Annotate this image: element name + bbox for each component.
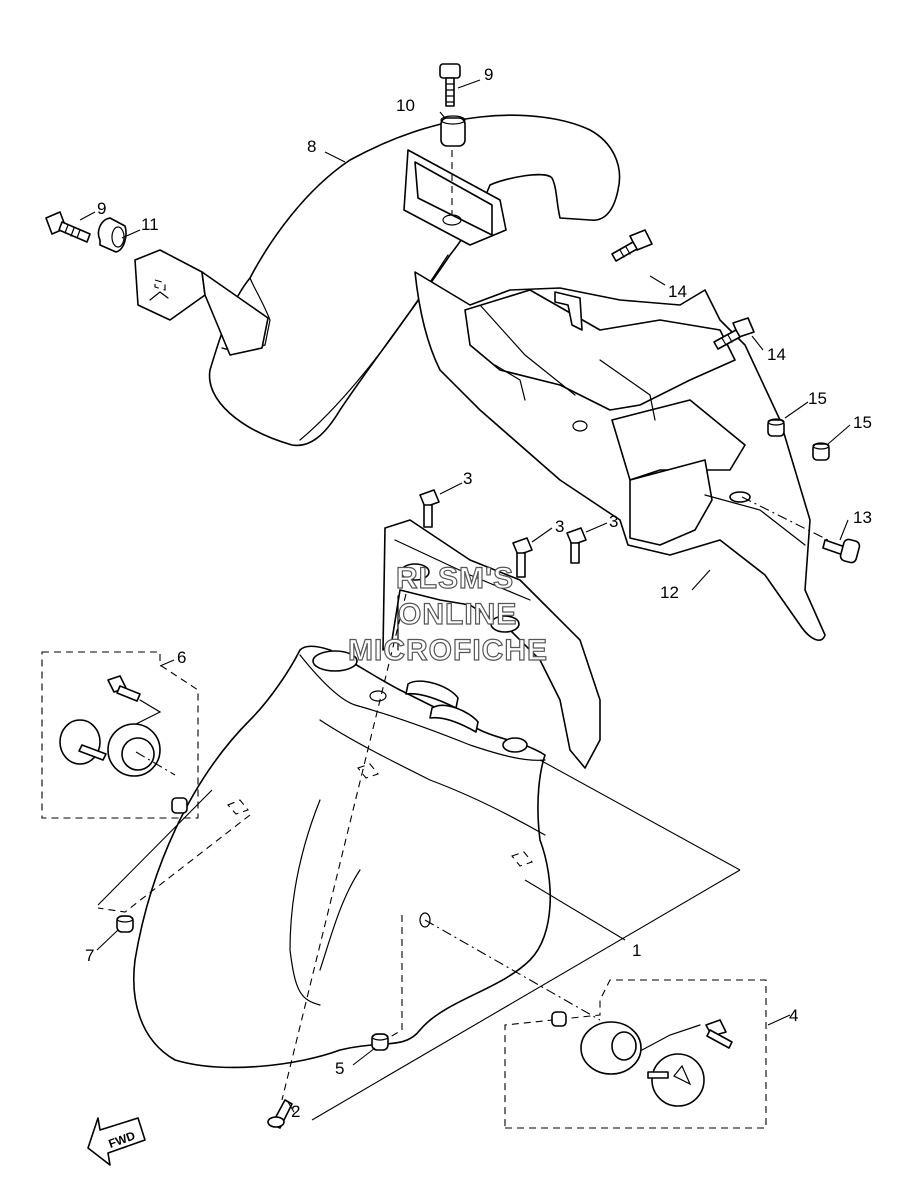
callout-9-top[interactable]: 9 <box>484 65 493 84</box>
rear-fender-part-8[interactable] <box>134 114 621 447</box>
watermark-line-3: MICROFICHE <box>348 634 548 667</box>
callout-12[interactable]: 12 <box>660 583 679 602</box>
washer-7[interactable] <box>116 915 134 933</box>
callout-3-right[interactable]: 3 <box>609 512 618 531</box>
callout-leaders <box>79 79 851 1113</box>
callout-15-b[interactable]: 15 <box>853 413 872 432</box>
forward-direction-arrow: FWD <box>87 1117 146 1166</box>
callout-9-left[interactable]: 9 <box>97 199 106 218</box>
grommet-15-a[interactable] <box>767 418 785 437</box>
callout-4[interactable]: 4 <box>789 1006 798 1025</box>
bolt-9-top[interactable] <box>439 63 461 107</box>
collar-11[interactable] <box>97 217 127 253</box>
bolt-3-right[interactable] <box>566 527 587 564</box>
callout-10[interactable]: 10 <box>396 96 415 115</box>
callout-3-middle[interactable]: 3 <box>555 517 564 536</box>
bolt-3-left[interactable] <box>419 489 440 528</box>
bolt-14-lower[interactable] <box>713 317 755 350</box>
bolt-14-upper[interactable] <box>611 229 653 262</box>
callout-6[interactable]: 6 <box>177 648 186 667</box>
callout-15-a[interactable]: 15 <box>808 389 827 408</box>
callout-13[interactable]: 13 <box>853 508 872 527</box>
callout-7[interactable]: 7 <box>85 946 94 965</box>
callout-3-left[interactable]: 3 <box>463 469 472 488</box>
inner-fender-part-12[interactable] <box>414 271 826 641</box>
watermark-line-1: RLSM'S <box>396 562 514 595</box>
callout-5[interactable]: 5 <box>335 1059 344 1078</box>
callout-2[interactable]: 2 <box>291 1102 300 1121</box>
grommet-15-b[interactable] <box>812 442 830 461</box>
fender-bracket[interactable] <box>382 519 601 769</box>
bolt-9-left[interactable] <box>45 211 91 243</box>
callout-1[interactable]: 1 <box>632 941 641 960</box>
callout-14-upper[interactable]: 14 <box>668 282 687 301</box>
screw-2[interactable] <box>267 1099 293 1129</box>
callout-11[interactable]: 11 <box>141 215 159 234</box>
callout-8[interactable]: 8 <box>307 137 316 156</box>
watermark: RLSM'S ONLINE MICROFICHE <box>347 561 548 667</box>
callout-labels: 1 2 3 3 3 4 5 6 7 8 9 9 10 11 12 13 14 1… <box>85 65 872 1121</box>
bolt-3-middle[interactable] <box>512 537 533 578</box>
callout-14-lower[interactable]: 14 <box>767 345 786 364</box>
bolt-13[interactable] <box>822 538 861 564</box>
washer-5[interactable] <box>371 1033 389 1051</box>
watermark-line-2: ONLINE <box>398 598 517 631</box>
collar-10[interactable] <box>440 115 466 147</box>
damper-group-4[interactable] <box>504 979 767 1129</box>
damper-group-6[interactable] <box>41 651 199 819</box>
